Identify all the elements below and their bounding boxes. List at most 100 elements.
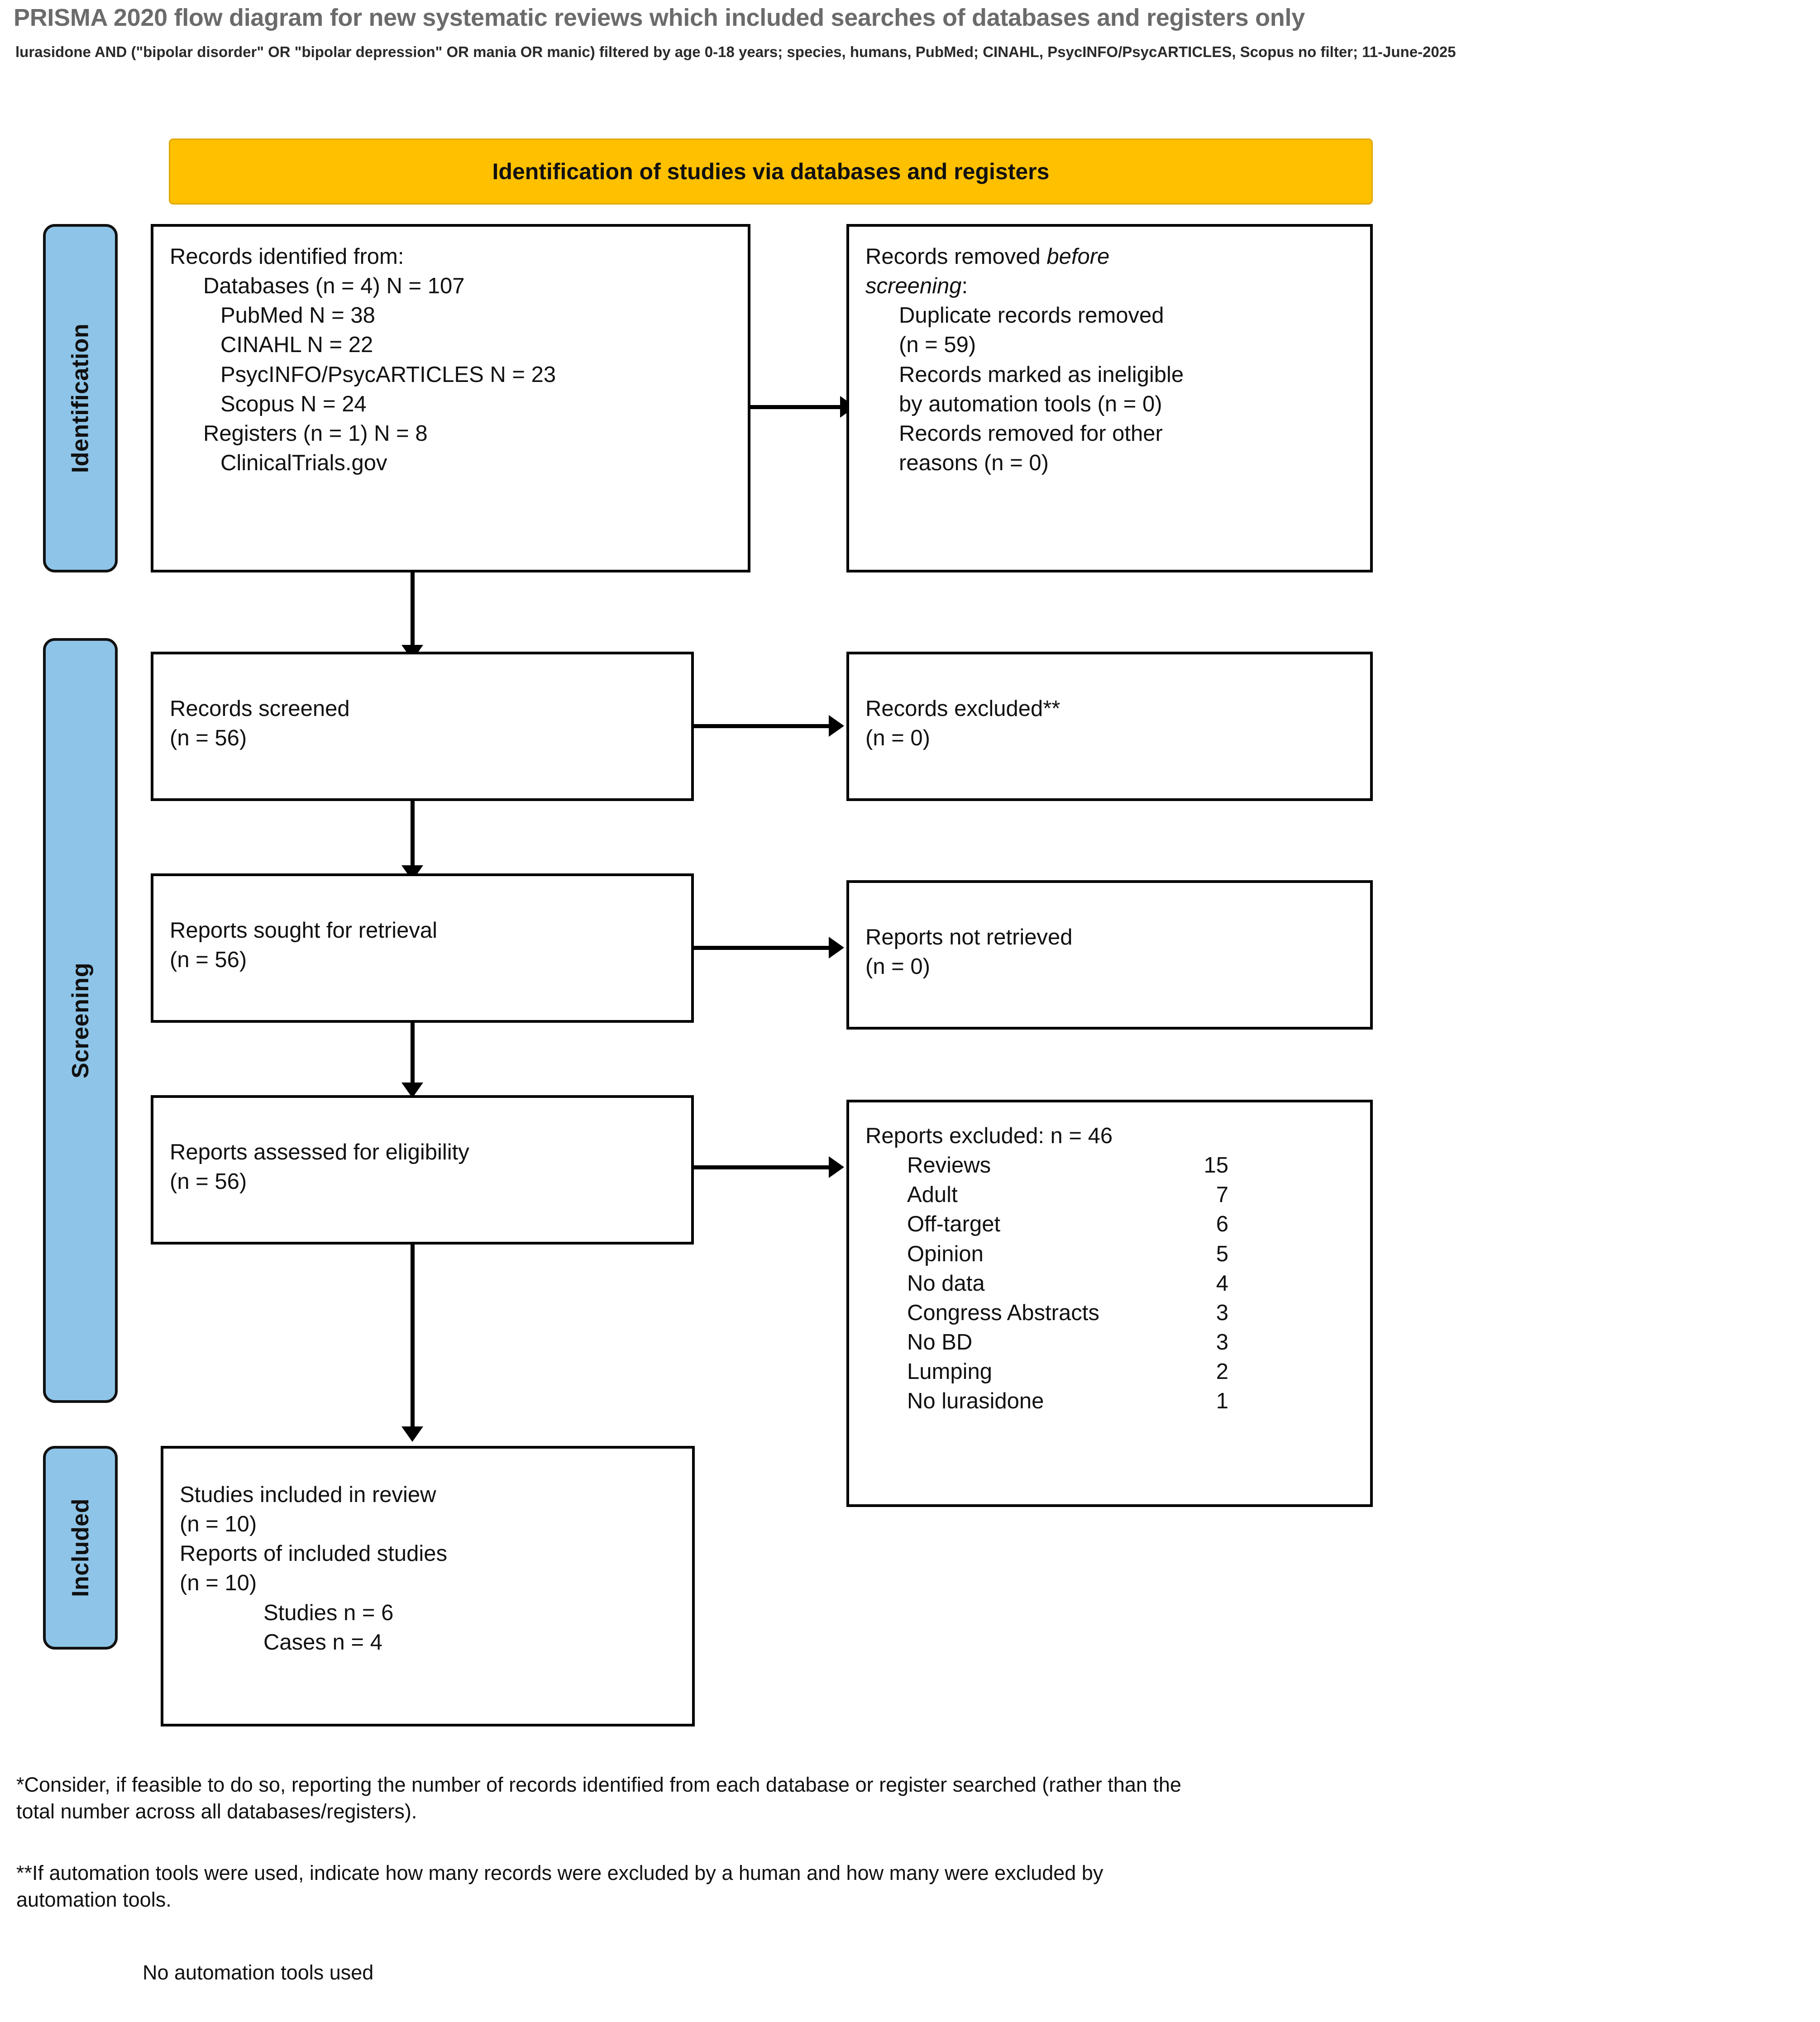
records-identified-pubmed: PubMed N = 38 [220, 303, 375, 328]
side-label-included-text: Included [67, 1498, 94, 1597]
reason-count: 3 [1216, 1300, 1228, 1325]
records-removed-heading-colon: : [961, 274, 968, 299]
connector-assessed-to-included [411, 1245, 415, 1435]
reason-name: Reviews [907, 1153, 991, 1178]
arrow-screened-to-excluded [829, 715, 844, 737]
reason-count: 6 [1216, 1212, 1228, 1237]
connector-sought-to-not-retrieved [694, 946, 830, 950]
arrow-assessed-to-excluded [829, 1156, 844, 1178]
box-records-excluded: Records excluded** (n = 0) [846, 652, 1373, 801]
footnote-two-line2: automation tools. [16, 1888, 172, 1911]
footnote-one: *Consider, if feasible to do so, reporti… [16, 1772, 1809, 1825]
records-removed-duplicate-l1: Duplicate records removed [899, 303, 1164, 328]
records-removed-ineligible-l1: Records marked as ineligible [899, 362, 1184, 387]
reason-name: Adult [907, 1183, 958, 1207]
arrow-sought-to-not-retrieved [829, 937, 844, 959]
records-identified-scopus: Scopus N = 24 [220, 391, 367, 416]
records-screened-count: (n = 56) [170, 726, 247, 751]
included-reports-label: Reports of included studies [180, 1541, 448, 1566]
records-screened-label: Records screened [170, 696, 350, 721]
reason-row: Lumping 2 [865, 1357, 1354, 1387]
reason-row: Opinion 5 [865, 1240, 1354, 1269]
records-removed-heading-prefix: Records removed [865, 244, 1047, 269]
reason-count: 1 [1216, 1389, 1228, 1414]
reason-name: Lumping [907, 1359, 992, 1384]
records-identified-databases: Databases (n = 4) N = 107 [203, 274, 465, 299]
records-identified-cinahl: CINAHL N = 22 [220, 333, 373, 358]
identification-banner-label: Identification of studies via databases … [492, 159, 1050, 184]
reports-sought-label: Reports sought for retrieval [170, 918, 437, 943]
reason-row: Congress Abstracts 3 [865, 1298, 1354, 1328]
connector-screened-to-excluded [694, 724, 830, 728]
reason-row: Adult 7 [865, 1180, 1354, 1210]
reason-name: No lurasidone [907, 1389, 1044, 1414]
page-title: PRISMA 2020 flow diagram for new systema… [14, 4, 1305, 31]
records-removed-ineligible-l2: by automation tools (n = 0) [899, 391, 1162, 416]
records-removed-duplicate-l2: (n = 59) [899, 333, 976, 358]
box-studies-included: Studies included in review (n = 10) Repo… [161, 1446, 695, 1726]
reason-count: 5 [1216, 1241, 1228, 1266]
reason-count: 4 [1216, 1271, 1228, 1296]
box-records-screened: Records screened (n = 56) [151, 652, 694, 801]
reports-assessed-count: (n = 56) [170, 1169, 247, 1194]
reason-count: 15 [1204, 1153, 1228, 1178]
connector-screened-to-sought [411, 801, 415, 879]
records-removed-heading2: screening: [865, 272, 1354, 301]
reason-row: No lurasidone 1 [865, 1387, 1354, 1416]
side-label-identification: Identification [43, 224, 118, 572]
records-excluded-count: (n = 0) [865, 726, 930, 751]
box-records-removed: Records removed before screening: Duplic… [846, 224, 1373, 572]
records-identified-clinicaltrials: ClinicalTrials.gov [220, 451, 387, 476]
side-label-screening-text: Screening [67, 963, 94, 1078]
records-removed-heading-screening-em: screening [865, 274, 962, 299]
included-reports-count: (n = 10) [180, 1571, 257, 1596]
box-reports-sought: Reports sought for retrieval (n = 56) [151, 873, 694, 1023]
reason-row: No BD 3 [865, 1328, 1354, 1357]
side-label-screening: Screening [43, 638, 118, 1403]
connector-sought-to-assessed [411, 1023, 415, 1096]
reason-name: Opinion [907, 1241, 984, 1266]
reports-not-retrieved-count: (n = 0) [865, 954, 930, 979]
reason-count: 7 [1216, 1183, 1228, 1207]
box-reports-excluded-reasons: Reports excluded: n = 46 Reviews 15 Adul… [846, 1100, 1373, 1507]
footnote-two-line1: **If automation tools were used, indicat… [16, 1861, 1103, 1884]
footnote-one-line1: *Consider, if feasible to do so, reporti… [16, 1773, 1181, 1796]
side-label-identification-text: Identification [67, 323, 94, 473]
footnote-two: **If automation tools were used, indicat… [16, 1860, 1809, 1913]
records-identified-registers: Registers (n = 1) N = 8 [203, 421, 428, 446]
records-removed-other-l1: Records removed for other [899, 421, 1163, 446]
records-identified-heading: Records identified from: [170, 244, 404, 269]
reason-count: 3 [1216, 1330, 1228, 1355]
reason-name: Off-target [907, 1212, 1001, 1237]
footnote-automation-note: No automation tools used [143, 1961, 374, 1984]
included-studies-label: Studies included in review [180, 1483, 436, 1507]
reports-not-retrieved-label: Reports not retrieved [865, 925, 1073, 949]
reason-name: No BD [907, 1330, 973, 1355]
arrow-assessed-to-included [401, 1426, 423, 1442]
identification-banner: Identification of studies via databases … [169, 138, 1373, 205]
reason-row: No data 4 [865, 1269, 1354, 1298]
included-cases-n: Cases n = 4 [263, 1630, 382, 1655]
records-excluded-label: Records excluded** [865, 696, 1060, 721]
records-removed-heading-before-em: before [1046, 244, 1110, 269]
reason-name: Congress Abstracts [907, 1300, 1099, 1325]
side-label-included: Included [43, 1446, 118, 1650]
connector-assessed-to-excluded [694, 1165, 830, 1169]
search-strategy-subtitle: lurasidone AND ("bipolar disorder" OR "b… [15, 43, 1456, 60]
reason-count: 2 [1216, 1359, 1228, 1384]
reason-name: No data [907, 1271, 985, 1296]
included-studies-count: (n = 10) [180, 1512, 257, 1537]
reason-row: Off-target 6 [865, 1210, 1354, 1239]
records-removed-other-l2: reasons (n = 0) [899, 451, 1049, 476]
connector-identified-to-screened [411, 572, 415, 658]
connector-identified-to-removed [750, 405, 841, 409]
box-reports-not-retrieved: Reports not retrieved (n = 0) [846, 880, 1373, 1030]
box-records-identified: Records identified from: Databases (n = … [151, 224, 750, 572]
records-identified-psycinfo: PsycINFO/PsycARTICLES N = 23 [220, 362, 556, 387]
reports-assessed-label: Reports assessed for eligibility [170, 1140, 469, 1164]
records-removed-heading: Records removed before [865, 242, 1354, 272]
reports-excluded-heading: Reports excluded: n = 46 [865, 1124, 1113, 1148]
box-reports-assessed: Reports assessed for eligibility (n = 56… [151, 1095, 694, 1245]
reports-sought-count: (n = 56) [170, 948, 247, 973]
reason-row: Reviews 15 [865, 1151, 1354, 1180]
